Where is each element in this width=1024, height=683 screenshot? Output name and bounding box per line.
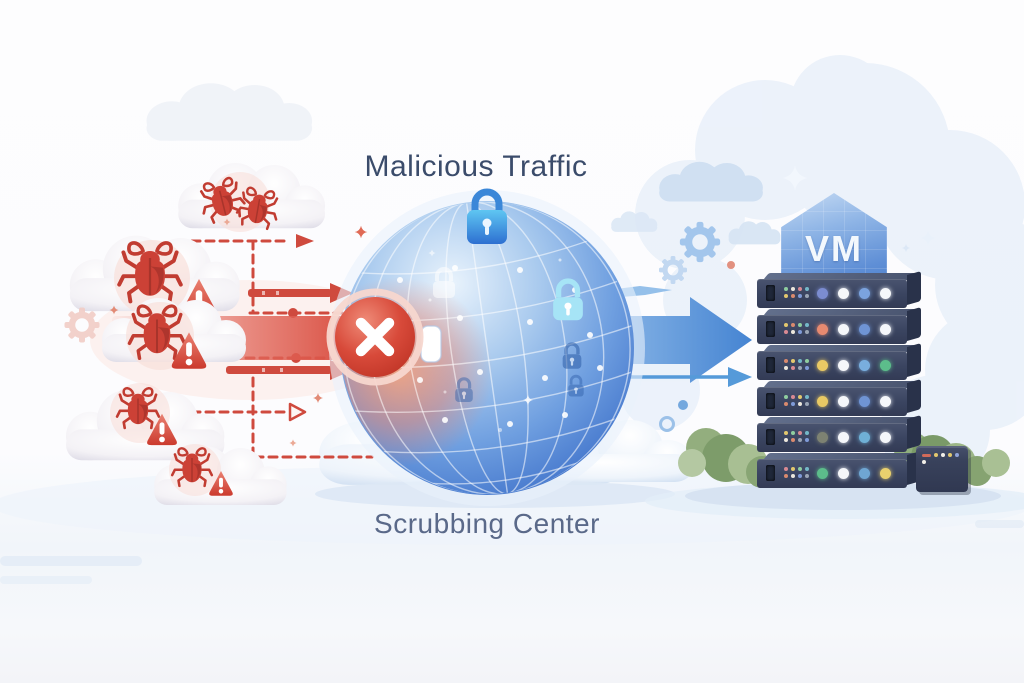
server-leds [817,468,891,479]
server-side-face [907,306,921,341]
globe-slot [420,325,442,363]
server-stack [757,270,927,495]
server-mini-dots [784,323,809,334]
scrubbing-center-label: Scrubbing Center [374,508,600,539]
threat-cloud-4 [66,383,225,461]
server-mini-dots [784,359,809,370]
server-unit [757,378,923,417]
mini-server [916,446,968,492]
bottom-left-wisps [0,520,1024,584]
malicious-traffic-title: Malicious Traffic [364,150,588,183]
server-leds [817,360,891,371]
server-side-face [907,414,921,449]
threat-cloud-5 [154,444,287,506]
server-vent [766,429,775,445]
gear-icon [659,256,687,284]
server-unit [757,342,923,381]
server-vent [766,357,775,373]
top-lock-icon [467,188,507,244]
threat-cloud-3 [102,298,246,370]
mini-server-dots [922,453,962,464]
server-side-face [907,270,921,305]
server-unit [757,414,923,453]
vm-label: VM [805,227,863,269]
server-leds [817,396,891,407]
scrubbing-globe [329,188,645,506]
server-vent [766,465,775,481]
server-vent [766,321,775,337]
thin-arrow-head [728,367,752,387]
server-mini-dots [784,287,809,298]
server-mini-dots [784,395,809,406]
threat-cloud-2 [69,235,240,321]
server-side-face [907,378,921,413]
server-unit [757,450,923,489]
server-leds [817,288,891,299]
threat-cloud-1 [178,162,326,232]
server-unit [757,270,923,309]
server-leds [817,324,891,335]
malicious-arrow-heads [288,234,314,422]
server-leds [817,432,891,443]
server-unit [757,306,923,345]
server-vent [766,285,775,301]
globe-sparkles [428,249,562,432]
block-x-icon [326,288,424,386]
sky-cloud [146,83,313,141]
server-mini-dots [784,467,809,478]
accent-dots [659,261,735,432]
server-mini-dots [784,431,809,442]
server-side-face [907,342,921,377]
server-vent [766,393,775,409]
gear-icon [65,308,100,343]
